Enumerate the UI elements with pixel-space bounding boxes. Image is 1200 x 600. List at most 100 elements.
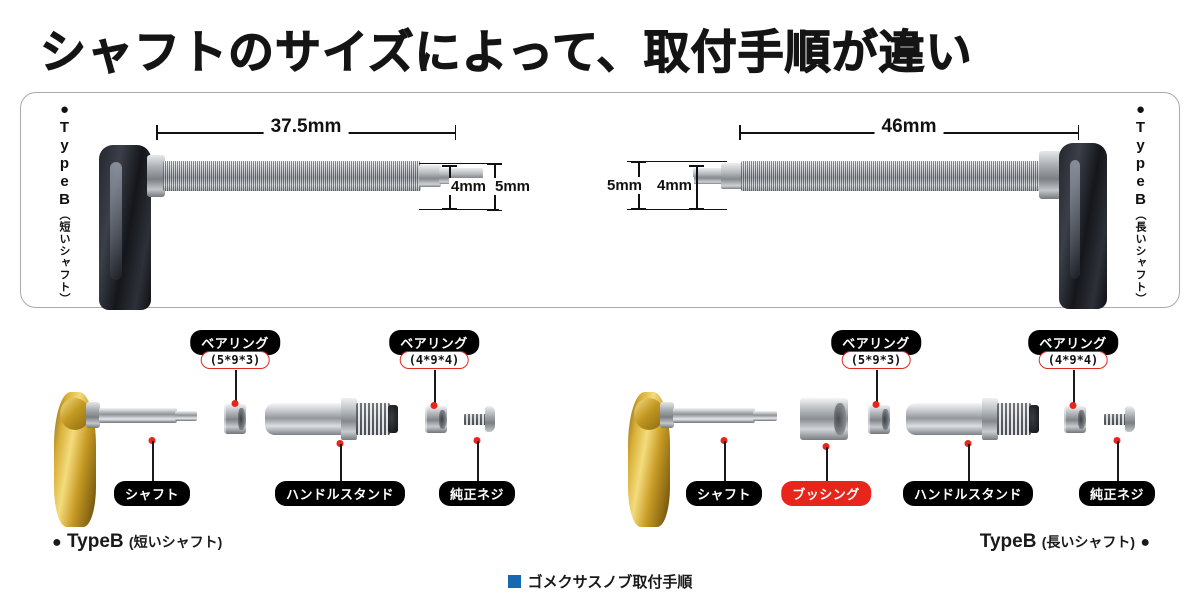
long-shaft-rod [741, 161, 1041, 191]
short-dim-extension-top [419, 163, 499, 165]
right-assembly-shaft [673, 408, 755, 423]
panel-left-type-text: ●TypeB [56, 101, 73, 209]
long-shaft-step [721, 163, 743, 189]
right-bushing-label: ブッシング [781, 481, 871, 506]
left-caption-type: TypeB [66, 531, 124, 552]
left-bearing1-label: ベアリング [190, 330, 280, 355]
left-assembly-screw-head [485, 406, 495, 432]
right-shaft-marker [720, 437, 728, 444]
short-shaft-handle [99, 145, 151, 310]
right-assembly-handle-stand-cap [1029, 405, 1039, 433]
long-dim-extension-bottom [627, 209, 727, 211]
left-screw-label: 純正ネジ [438, 481, 516, 506]
panel-right-type-text: ●TypeB [1132, 101, 1149, 209]
right-shaft-leader [724, 441, 726, 481]
right-assembly-bearing-1 [868, 405, 890, 434]
long-dim-extension-top [627, 161, 727, 163]
left-bearing2-size: (4*9*4) [399, 351, 469, 369]
right-bearing2-label: ベアリング [1028, 330, 1118, 355]
panel-right-type-label: ●TypeB（長いシャフト） [1127, 101, 1153, 305]
right-assembly-caption: TypeB (長いシャフト) ● [980, 531, 1150, 553]
right-screw-marker [1113, 437, 1121, 444]
right-bearing1-leader [876, 370, 878, 403]
panel-left-type-sub: （短いシャフト） [58, 209, 70, 305]
right-assembly-shaft-collar [660, 402, 674, 428]
left-bearing1-leader [235, 370, 237, 402]
left-caption-sub: (短いシャフト) [128, 534, 223, 550]
long-shaft-length-value: 46mm [874, 116, 944, 138]
left-assembly-handle-eye [60, 398, 90, 430]
right-handle-stand-leader [968, 444, 970, 481]
left-assembly-caption: ● TypeB (短いシャフト) [52, 531, 222, 553]
left-assembly-screw-shank [464, 414, 488, 425]
page-title: シャフトのサイズによって、取付手順が違い [39, 24, 973, 79]
left-assembly-handle-stand-thread [356, 403, 390, 435]
right-bearing1-size: (5*9*3) [841, 351, 911, 369]
short-shaft-length-dimension: 37.5mm [156, 116, 456, 140]
left-handle-stand-leader [340, 444, 342, 481]
short-shaft-step [419, 165, 441, 187]
left-caption-bullet: ● [52, 534, 62, 551]
right-caption-sub: (長いシャフト) [1041, 534, 1136, 550]
long-shaft-length-dimension: 46mm [739, 116, 1079, 140]
dim-bar [696, 165, 698, 209]
right-assembly-bearing-2 [1064, 406, 1086, 433]
left-handle-stand-label: ハンドルスタンド [274, 481, 406, 506]
right-bearing1-label: ベアリング [831, 330, 921, 355]
right-bearing2-leader [1073, 370, 1075, 404]
left-shaft-leader [152, 441, 154, 481]
short-dim-extension-bottom [419, 209, 499, 211]
right-assembly-bushing [800, 398, 848, 440]
left-bearing1-marker [231, 400, 239, 407]
long-shaft-collar [1039, 151, 1061, 199]
long-inner-diameter-value: 4mm [655, 177, 695, 194]
top-comparison-panel: ●TypeB（短いシャフト） ●TypeB（長いシャフト） 37.5mm 4mm… [20, 92, 1180, 310]
short-shaft-length-value: 37.5mm [263, 116, 349, 138]
right-assembly-handle-stand-body [906, 403, 986, 435]
left-bearing1-size: (5*9*3) [200, 351, 270, 369]
right-assembly-handle-eye [634, 398, 664, 430]
left-shaft-label: シャフト [113, 481, 191, 506]
right-assembly-shaft-taper [753, 411, 777, 421]
right-screw-label: 純正ネジ [1078, 481, 1156, 506]
left-assembly-handle-stand-cap [388, 405, 398, 433]
left-assembly-shaft-collar [86, 402, 100, 428]
long-outer-diameter-value: 5mm [605, 177, 645, 194]
short-outer-diameter-value: 5mm [493, 178, 533, 195]
left-handle-stand-marker [336, 440, 344, 447]
left-assembly-shaft [99, 408, 177, 423]
left-shaft-marker [148, 437, 156, 444]
short-inner-diameter-value: 4mm [449, 178, 489, 195]
right-assembly-screw-shank [1104, 414, 1128, 425]
right-caption-type: TypeB [979, 531, 1037, 552]
panel-right-type-sub: （長いシャフト） [1134, 209, 1146, 305]
long-shaft-handle [1059, 143, 1107, 309]
left-assembly-shaft-taper [175, 411, 197, 421]
left-bearing2-label: ベアリング [389, 330, 479, 355]
long-inner-diameter-dimension [689, 165, 704, 209]
footer-text: ゴメクサスノブ取付手順 [527, 574, 693, 591]
left-screw-leader [477, 441, 479, 481]
right-handle-stand-label: ハンドルスタンド [902, 481, 1034, 506]
right-bushing-leader [826, 447, 828, 481]
right-bearing2-marker [1069, 402, 1077, 409]
long-shaft-tip [693, 168, 725, 184]
short-shaft-collar [147, 155, 165, 197]
right-bushing-marker [822, 443, 830, 450]
right-assembly-handle-stand-flange [982, 398, 998, 440]
right-assembly-screw-head [1125, 406, 1135, 432]
left-assembly-handle-stand-body [265, 403, 345, 435]
right-caption-bullet: ● [1140, 534, 1150, 551]
short-shaft-rod [163, 161, 421, 191]
right-bearing1-marker [872, 401, 880, 408]
left-assembly-handle-stand-flange [341, 398, 357, 440]
right-handle-stand-marker [964, 440, 972, 447]
footer-note: ゴメクサスノブ取付手順 [0, 571, 1200, 592]
left-assembly-bearing-2 [425, 406, 447, 433]
left-assembly-bearing-1 [224, 404, 246, 434]
panel-left-type-label: ●TypeB（短いシャフト） [51, 101, 77, 305]
right-screw-leader [1117, 441, 1119, 481]
left-bearing2-marker [430, 402, 438, 409]
right-bearing2-size: (4*9*4) [1038, 351, 1108, 369]
left-screw-marker [473, 437, 481, 444]
